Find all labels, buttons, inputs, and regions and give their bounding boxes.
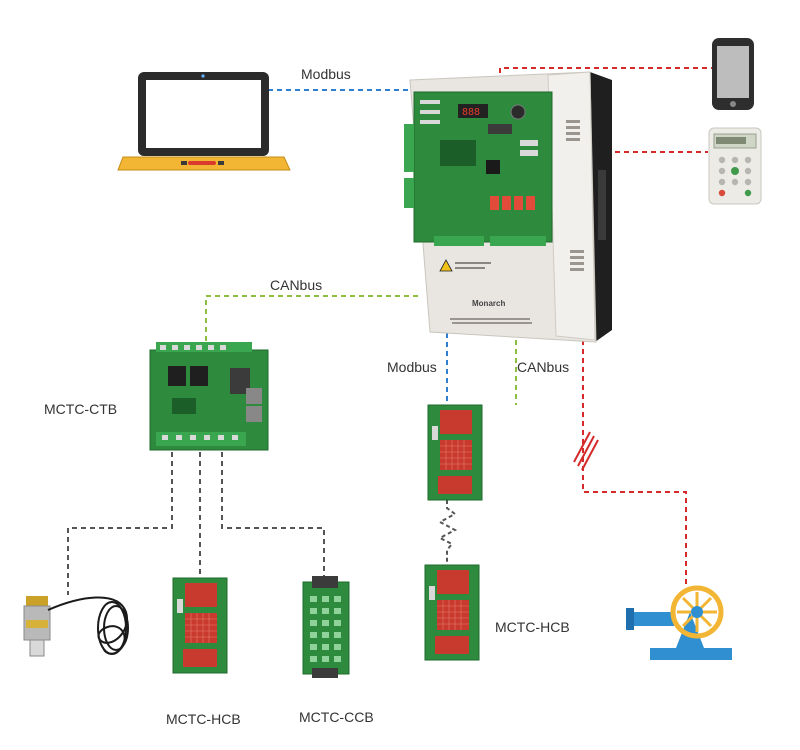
traction-machine-icon <box>626 585 732 660</box>
load-sensor-icon <box>23 596 129 657</box>
wire-to-ccb <box>221 452 325 580</box>
hcb-left-label: MCTC-HCB <box>166 711 241 727</box>
hcb-right-label: MCTC-HCB <box>495 619 570 635</box>
ccb-label: MCTC-CCB <box>299 709 374 725</box>
wire-to-load-sensor <box>67 452 173 595</box>
ctb-label: MCTC-CTB <box>44 401 117 417</box>
canbus-line-ctb <box>205 295 418 348</box>
svg-text:888: 888 <box>462 107 480 118</box>
shielded-cable-marks <box>573 431 599 471</box>
hcb-chain-zigzag <box>437 500 458 565</box>
keypad-operator-icon <box>708 127 762 205</box>
canbus-label-down: CANbus <box>517 359 569 375</box>
main-controller: 888 Monarch <box>404 71 612 343</box>
hcb-board-bottom <box>424 564 480 661</box>
ctb-board <box>149 342 269 451</box>
controller-brand: Monarch <box>472 299 505 308</box>
modbus-label-down: Modbus <box>387 359 437 375</box>
hcb-board-left <box>172 577 228 674</box>
canbus-label-top: CANbus <box>270 277 322 293</box>
modbus-label-top: Modbus <box>301 66 351 82</box>
ccb-board <box>302 576 350 678</box>
hcb-board-top <box>427 404 483 501</box>
smartphone-icon <box>712 38 754 110</box>
laptop-icon <box>117 72 291 171</box>
motor-link-line <box>582 340 687 585</box>
